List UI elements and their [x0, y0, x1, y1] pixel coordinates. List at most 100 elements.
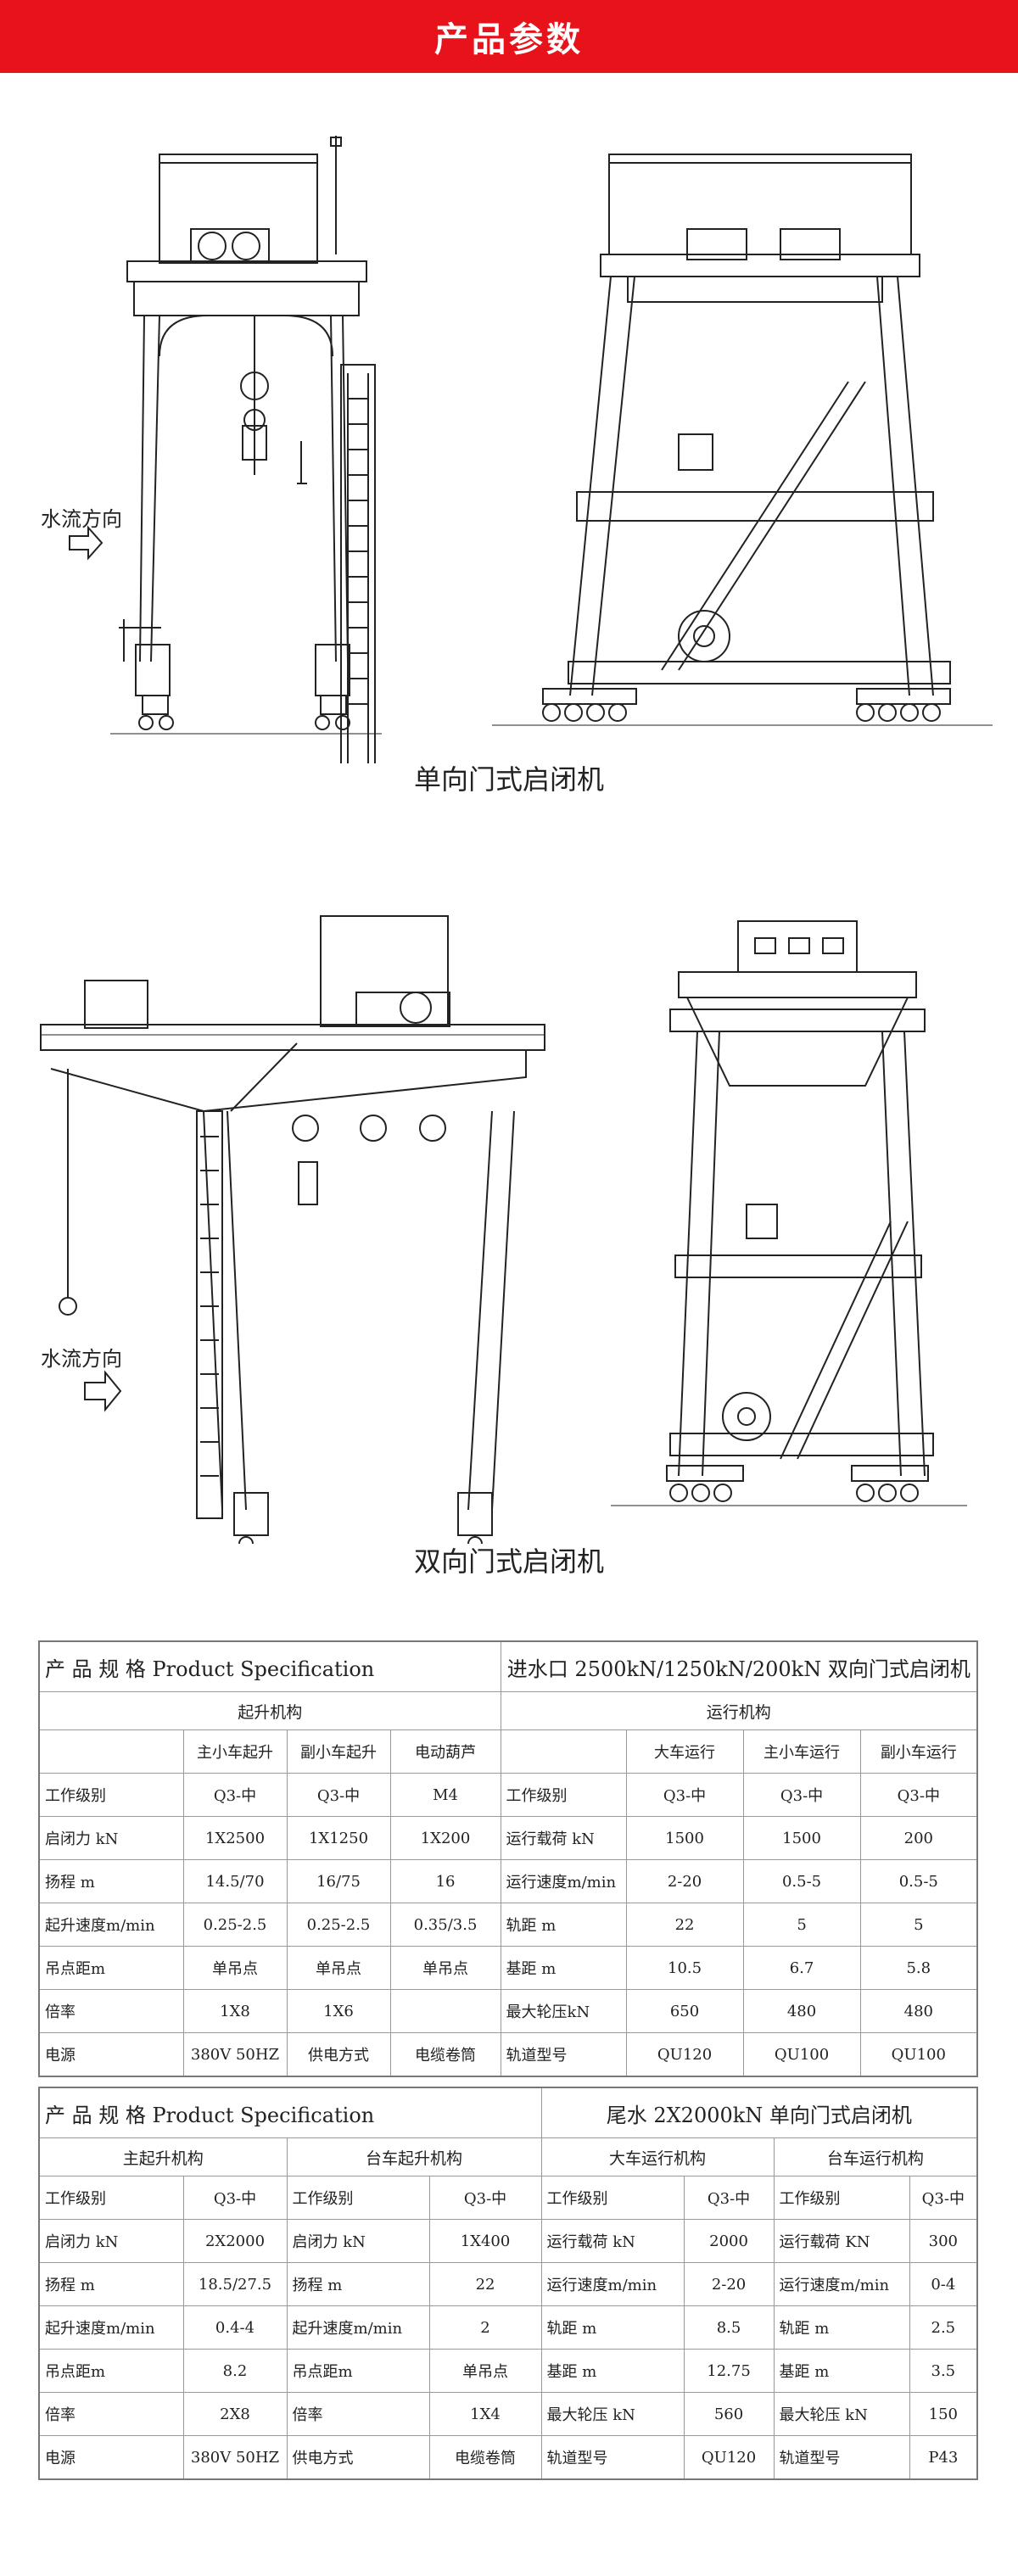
table-label-cell: 起升速度m/min [286, 2305, 430, 2350]
double-gantry-side-view [40, 915, 545, 1544]
table-value-cell: 14.5/70 [182, 1859, 288, 1903]
table-value-cell: 3.5 [909, 2349, 978, 2393]
table-value-cell: 650 [625, 1989, 744, 2033]
table-label-cell: 轨距 m [773, 2305, 910, 2350]
table-value-cell: 22 [428, 2262, 542, 2306]
table-value-cell: 5.8 [859, 1946, 978, 1990]
spec-table-single: 产 品 规 格 Product Specification 尾水 2X2000k… [38, 2087, 979, 2480]
table-value-cell: QU100 [859, 2032, 978, 2077]
table-label-cell: 倍率 [286, 2392, 430, 2436]
table-label-cell: 运行速度m/min [773, 2262, 910, 2306]
table-label-cell: 起升速度m/min [38, 2305, 184, 2350]
table-label-cell: 工作级别 [773, 2176, 910, 2220]
table-value-cell: 150 [909, 2392, 978, 2436]
table-label-cell: 工作级别 [500, 1773, 627, 1817]
page-banner: 产品参数 [0, 0, 1018, 73]
table-value-cell: 1X2500 [182, 1816, 288, 1860]
table-label-cell: 运行载荷 kN [500, 1816, 627, 1860]
table-label-cell: 运行速度m/min [500, 1859, 627, 1903]
banner-title: 产品参数 [434, 20, 584, 59]
table-label-cell: 吊点距m [286, 2349, 430, 2393]
table-value-cell: 0-4 [909, 2262, 978, 2306]
table-value-cell: 1X1250 [286, 1816, 391, 1860]
table-value-cell: Q3-中 [428, 2176, 542, 2220]
table-value-cell: 单吊点 [389, 1946, 501, 1990]
table-value-cell: 1X6 [286, 1989, 391, 2033]
table-value-cell: 1X8 [182, 1989, 288, 2033]
table2-group-3: 大车运行机构 [540, 2137, 775, 2176]
table2-group-4: 台车运行机构 [773, 2137, 978, 2176]
table-value-cell: 供电方式 [286, 2032, 391, 2077]
table-value-cell: Q3-中 [286, 1773, 391, 1817]
table-value-cell: Q3-中 [182, 1773, 288, 1817]
flow-direction-label-2: 水流方向 [41, 1347, 122, 1371]
table-label-cell: 工作级别 [540, 2176, 685, 2220]
table-value-cell: 22 [625, 1903, 744, 1947]
table-label-cell: 扬程 m [38, 1859, 184, 1903]
flow-direction-label-1: 水流方向 [41, 507, 122, 531]
table1-title-right: 进水口 2500kN/1250kN/200kN 双向门式启闭机 [500, 1640, 978, 1692]
table-value-cell: 0.25-2.5 [286, 1903, 391, 1947]
table-value-cell: 单吊点 [286, 1946, 391, 1990]
single-gantry-side-view [110, 136, 382, 763]
figure1-caption: 单向门式启闭机 [413, 763, 604, 796]
table-label-cell: 起升速度m/min [38, 1903, 184, 1947]
table-label-cell: 运行速度m/min [540, 2262, 685, 2306]
table1-sub-right-2: 主小车运行 [742, 1729, 861, 1774]
table-label-cell: 供电方式 [286, 2435, 430, 2480]
table-value-cell: 2000 [683, 2219, 775, 2263]
spec-table-double: 产 品 规 格 Product Specification 进水口 2500kN… [38, 1640, 979, 2077]
table-value-cell: 2-20 [625, 1859, 744, 1903]
table-value-cell: 0.5-5 [742, 1859, 861, 1903]
table-value-cell: 1500 [625, 1816, 744, 1860]
table1-sub-right-3: 副小车运行 [859, 1729, 978, 1774]
table-value-cell: 8.5 [683, 2305, 775, 2350]
table-value-cell: 6.7 [742, 1946, 861, 1990]
table-label-cell: 启闭力 kN [38, 1816, 184, 1860]
table-label-cell: 轨道型号 [773, 2435, 910, 2480]
table-label-cell: 工作级别 [286, 2176, 430, 2220]
table1-sub-left-2: 副小车起升 [286, 1729, 391, 1774]
table-label-cell: 基距 m [500, 1946, 627, 1990]
table1-group-right: 运行机构 [500, 1691, 978, 1730]
table-value-cell: 1X4 [428, 2392, 542, 2436]
table-label-cell: 基距 m [773, 2349, 910, 2393]
table-label-cell: 电源 [38, 2435, 184, 2480]
table-label-cell: 运行载荷 kN [540, 2219, 685, 2263]
table1-sub-left-3: 电动葫芦 [389, 1729, 501, 1774]
table-value-cell: 0.35/3.5 [389, 1903, 501, 1947]
table-value-cell: 2-20 [683, 2262, 775, 2306]
table-value-cell: 18.5/27.5 [182, 2262, 288, 2306]
table-value-cell: Q3-中 [182, 2176, 288, 2220]
table-value-cell: 16/75 [286, 1859, 391, 1903]
table-value-cell: Q3-中 [683, 2176, 775, 2220]
table2-group-2: 台车起升机构 [286, 2137, 542, 2176]
flow-arrow-icon [69, 525, 103, 561]
table-value-cell: 0.5-5 [859, 1859, 978, 1903]
table1-subheader-row: 主小车起升 副小车起升 电动葫芦 大车运行 主小车运行 副小车运行 [38, 1729, 978, 1774]
table-value-cell: QU100 [742, 2032, 861, 2077]
table-label-cell: 轨距 m [500, 1903, 627, 1947]
table-label-cell: 倍率 [38, 2392, 184, 2436]
table-value-cell: 200 [859, 1816, 978, 1860]
table-value-cell: 2X2000 [182, 2219, 288, 2263]
table-value-cell: M4 [389, 1773, 501, 1817]
table-value-cell: 300 [909, 2219, 978, 2263]
table-value-cell: 5 [859, 1903, 978, 1947]
table-label-cell: 扬程 m [38, 2262, 184, 2306]
table-label-cell: 吊点距m [38, 1946, 184, 1990]
table-value-cell: 单吊点 [182, 1946, 288, 1990]
table-label-cell: 轨距 m [540, 2305, 685, 2350]
table-value-cell: 10.5 [625, 1946, 744, 1990]
table-value-cell: 0.4-4 [182, 2305, 288, 2350]
table-value-cell: 2X8 [182, 2392, 288, 2436]
table-value-cell: 380V 50HZ [182, 2435, 288, 2480]
